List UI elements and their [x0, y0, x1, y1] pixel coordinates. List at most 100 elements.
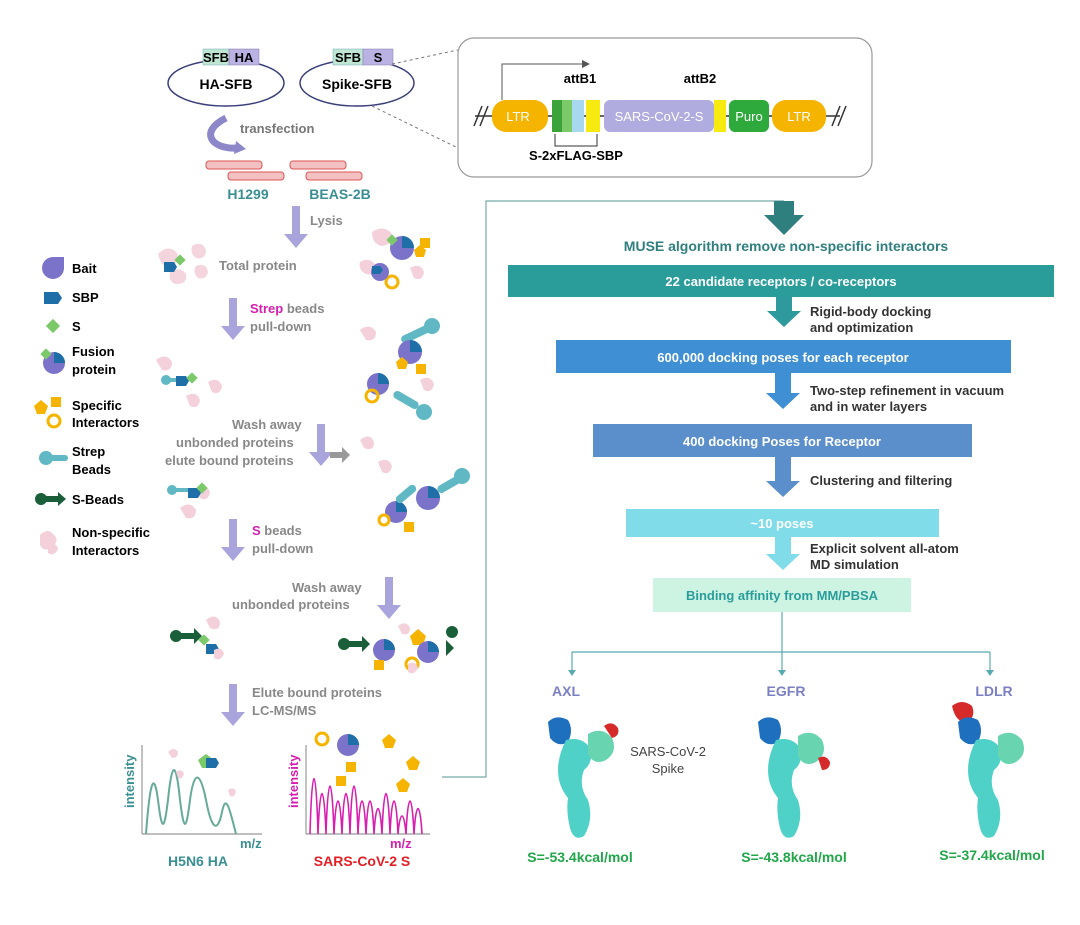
ha-sfb-label: HA-SFB: [200, 76, 253, 92]
left-spectrum-title: H5N6 HA: [168, 853, 228, 869]
legend-s: S: [72, 319, 81, 334]
arrow-step1: [767, 297, 801, 327]
s-pulldown-line1: S beads: [252, 523, 302, 538]
spike-label-line2: Spike: [652, 761, 685, 776]
right-xlabel: m/z: [390, 836, 412, 851]
spike-tag-s: S: [374, 50, 383, 65]
transfection-step: transfection: [207, 114, 314, 154]
puro-marker: Puro: [735, 109, 762, 124]
s-beads-word: beads: [261, 523, 302, 538]
score-axl: S=-53.4kcal/mol: [527, 849, 632, 865]
spectrum-right: intensity m/z SARS-CoV-2 S: [286, 731, 430, 869]
s-beads-icon: [35, 492, 66, 506]
legend-strep-2: Beads: [72, 462, 111, 477]
protein-clusters: [156, 228, 470, 674]
attb2-label: attB2: [684, 71, 717, 86]
spike-sfb-construct: SFB S Spike-SFB: [299, 48, 415, 107]
right-ylabel: intensity: [286, 754, 301, 808]
legend: Bait SBP S Fusion protein Specific Inter…: [34, 257, 150, 558]
step3-label: Clustering and filtering: [810, 473, 952, 488]
strep-pulldown-line2: pull-down: [250, 319, 311, 334]
spike-label-line1: SARS-CoV-2: [630, 744, 706, 759]
box-candidate-receptors-text: 22 candidate receptors / co-receptors: [665, 274, 896, 289]
legend-specific-1: Specific: [72, 398, 122, 413]
cell-h1299: H1299: [227, 186, 268, 202]
structure-axl: [548, 717, 619, 838]
box-binding-affinity: [653, 578, 911, 612]
legend-nonspecific-1: Non-specific: [72, 525, 150, 540]
box-docking-poses: [556, 340, 1011, 373]
zoom-connector-bottom: [371, 105, 459, 149]
wash2-line2: unbonded proteins: [232, 597, 350, 612]
ha-sfb-construct: SFB HA HA-SFB: [167, 48, 285, 107]
elute-line2: LC-MS/MS: [252, 703, 317, 718]
cell-beas-2b: BEAS-2B: [309, 186, 370, 202]
wash1-line3: elute bound proteins: [165, 453, 294, 468]
box-400-poses: [593, 424, 972, 457]
sbp-icon: [44, 292, 62, 304]
bait-icon: [42, 257, 64, 279]
box-candidate-receptors: [508, 265, 1054, 297]
left-flow-arrows: [221, 206, 401, 726]
wash1-line2: unbonded proteins: [176, 435, 294, 450]
box-binding-affinity-text: Binding affinity from MM/PBSA: [686, 588, 879, 603]
transfection-label: transfection: [240, 121, 314, 136]
spike-sfb-label: Spike-SFB: [322, 76, 392, 92]
box-docking-poses-text: 600,000 docking poses for each receptor: [657, 350, 908, 365]
s-word: S: [252, 523, 261, 538]
left-xlabel: m/z: [240, 836, 262, 851]
specific-interactors-icon: [34, 397, 62, 429]
culture-dishes: H1299 BEAS-2B: [205, 160, 371, 202]
box-10-poses: [626, 509, 939, 537]
box-10-poses-text: ~10 poses: [750, 516, 813, 531]
s-tag-icon: [45, 318, 61, 334]
structure-ldlr: [952, 702, 1024, 838]
step4-line1: Explicit solvent all-atom: [810, 541, 959, 556]
nonspecific-interactors-icon: [40, 531, 58, 555]
wash-side-arrow: [330, 447, 350, 463]
legend-specific-2: Interactors: [72, 415, 139, 430]
step1-line1: Rigid-body docking: [810, 304, 931, 319]
lysis-label: Lysis: [310, 213, 343, 228]
muse-label: MUSE algorithm remove non-specific inter…: [624, 238, 949, 254]
strep-pulldown-line1: Strep beads: [250, 301, 324, 316]
beads-word: beads: [283, 301, 324, 316]
strep-word: Strep: [250, 301, 283, 316]
step1-line2: and optimization: [810, 320, 913, 335]
panel-connector: [442, 200, 784, 778]
legend-strep-1: Strep: [72, 444, 105, 459]
left-ylabel: intensity: [122, 754, 137, 808]
legend-fusion-2: protein: [72, 362, 116, 377]
step4-line2: MD simulation: [810, 557, 899, 572]
total-protein-label: Total protein: [219, 258, 297, 273]
plasmid-map: LTR SARS-CoV-2-S Puro LTR attB1 attB2 S-…: [457, 37, 873, 178]
s-pulldown-line2: pull-down: [252, 541, 313, 556]
legend-fusion-1: Fusion: [72, 344, 115, 359]
wash1-line1: Wash away: [232, 417, 302, 432]
step2-line1: Two-step refinement in vacuum: [810, 383, 1004, 398]
ha-tag-sfb: SFB: [203, 50, 229, 65]
receptor-name-egfr: EGFR: [767, 683, 806, 699]
arrow-step3: [766, 457, 800, 497]
receptor-tree-arrowheads: [568, 670, 994, 676]
legend-bait: Bait: [72, 261, 97, 276]
receptor-name-ldlr: LDLR: [975, 683, 1012, 699]
box-400-poses-text: 400 docking Poses for Receptor: [683, 434, 881, 449]
legend-sbp: SBP: [72, 290, 99, 305]
spectrum-left: intensity m/z H5N6 HA: [122, 745, 262, 869]
receptor-tree: [571, 612, 991, 674]
score-ldlr: S=-37.4kcal/mol: [939, 847, 1044, 863]
receptor-name-axl: AXL: [552, 683, 580, 699]
tag-label: S-2xFLAG-SBP: [529, 148, 623, 163]
insert-sars-cov-2-s: SARS-CoV-2-S: [615, 109, 704, 124]
elute-line1: Elute bound proteins: [252, 685, 382, 700]
ltr-right: LTR: [787, 109, 811, 124]
legend-sbeads: S-Beads: [72, 492, 124, 507]
zoom-connector-top: [391, 49, 459, 65]
ha-tag-ha: HA: [235, 50, 254, 65]
ltr-left: LTR: [506, 109, 530, 124]
fusion-protein-icon: [40, 348, 65, 374]
strep-beads-icon: [39, 451, 68, 465]
legend-nonspecific-2: Interactors: [72, 543, 139, 558]
